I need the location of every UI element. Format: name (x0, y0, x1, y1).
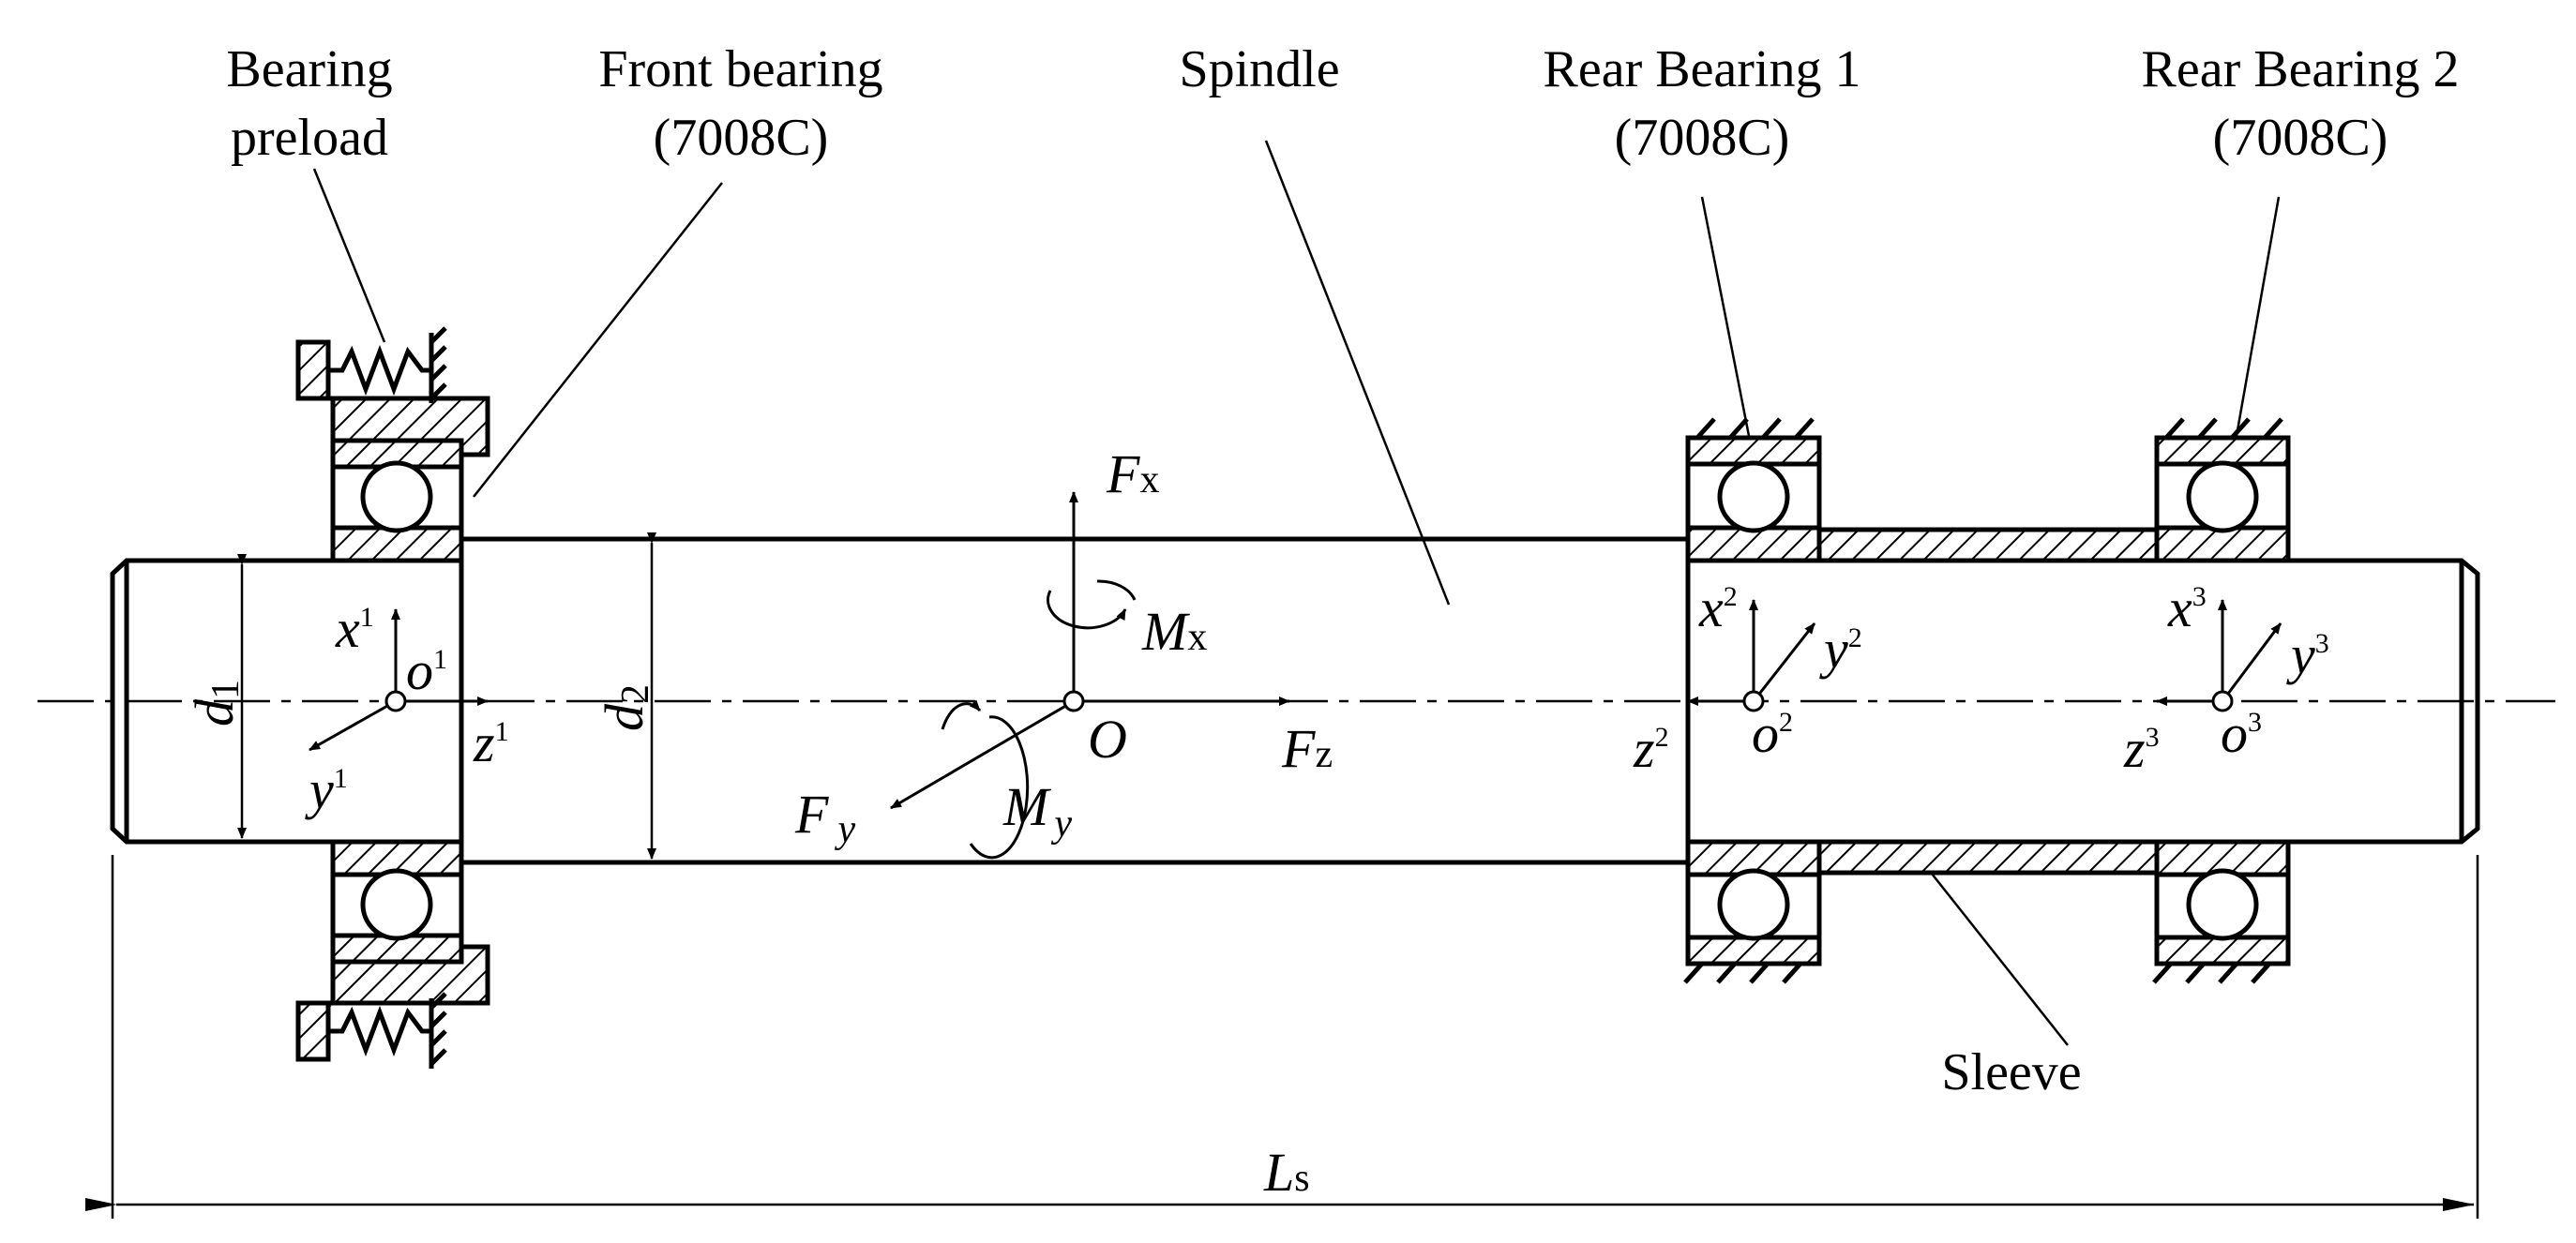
label-rear-bearing-2-model: (7008C) (2213, 109, 2388, 167)
frame1-y: y1 (305, 759, 348, 820)
symbol-O: O (1088, 709, 1127, 770)
symbol-Fz: Fz (1281, 718, 1333, 779)
frames (309, 599, 2282, 752)
frame3-y: y3 (2286, 624, 2329, 685)
label-bearing-preload-1: Bearing (226, 40, 392, 98)
symbol-Fx: Fx (1106, 443, 1159, 504)
sleeve (1816, 527, 2160, 876)
frame1-o: o1 (406, 640, 447, 701)
leader-lines (312, 140, 2281, 1046)
frame2-x: x2 (1698, 577, 1738, 638)
label-bearing-preload-2: preload (231, 109, 388, 167)
frame1-z: z1 (473, 712, 509, 773)
label-spindle: Spindle (1179, 40, 1339, 98)
frame3-x: x3 (2167, 577, 2207, 638)
front-bearing-top (295, 326, 490, 563)
label-rear-bearing-1-model: (7008C) (1615, 109, 1790, 167)
symbol-d2: d2 (594, 684, 657, 731)
symbol-d1: d1 (184, 680, 248, 726)
origin-O (1062, 690, 1085, 712)
label-sleeve: Sleeve (1941, 1043, 2081, 1101)
frame3-o: o3 (2221, 703, 2262, 764)
rear-bearing-1 (1683, 417, 1822, 984)
label-front-bearing-2: (7008C) (654, 109, 829, 167)
label-rear-bearing-1: Rear Bearing 1 (1544, 40, 1861, 98)
label-front-bearing-1: Front bearing (598, 40, 882, 98)
frame1-x: x1 (335, 598, 374, 659)
frame2-z: z2 (1633, 718, 1669, 779)
symbol-Mx: Mx (1141, 601, 1207, 662)
frame2-o: o2 (1752, 703, 1793, 764)
rear-bearing-2 (2152, 417, 2291, 984)
symbol-Ls: Ls (1263, 1142, 1310, 1203)
front-bearing-bottom (295, 839, 490, 1069)
frame2-y: y2 (1819, 619, 1862, 680)
frame3-z: z3 (2123, 718, 2160, 779)
dimensions (85, 532, 2479, 1219)
loads (890, 491, 1290, 860)
label-rear-bearing-2: Rear Bearing 2 (2142, 40, 2460, 98)
